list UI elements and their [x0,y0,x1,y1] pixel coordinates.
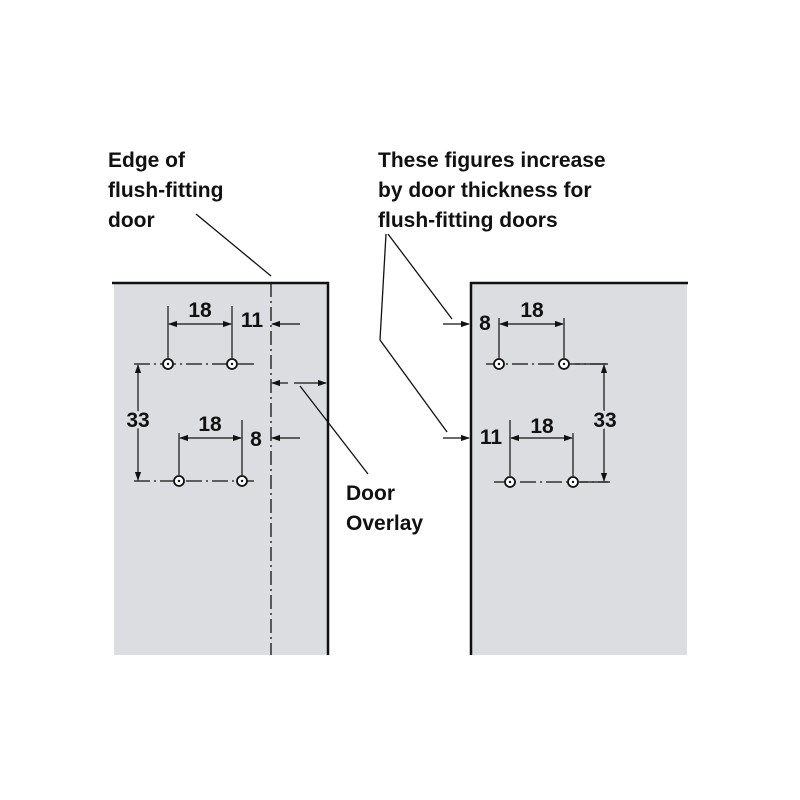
right-panel: 18 8 18 11 33 [443,281,688,655]
edge-label-line3: door [108,209,155,232]
note-leader-bottom-a [379,233,387,341]
left-panel-body [114,283,328,655]
right-bottom-spacing-label: 18 [530,415,554,438]
overlay-leader-line [299,385,369,475]
right-vertical-label: 33 [593,409,616,432]
left-vertical-label: 33 [126,409,149,432]
overlay-label-line1: Door [346,482,395,505]
left-panel: 18 11 18 8 33 [112,281,330,655]
note-leader-top [387,233,453,320]
left-top-spacing-label: 18 [188,299,212,322]
note-label-line3: flush-fitting doors [378,209,558,232]
note-leader-bottom-b [379,339,448,433]
right-top-spacing-label: 18 [520,299,544,322]
right-top-edge-label: 8 [479,312,491,335]
edge-leader-line [195,213,272,277]
note-label-line2: by door thickness for [378,179,592,202]
left-top-edge-label: 11 [241,309,264,332]
overlay-label-line2: Overlay [346,512,423,535]
edge-label-line2: flush-fitting [108,179,223,202]
note-label-line1: These figures increase [378,149,606,172]
left-bottom-edge-label: 8 [250,428,262,451]
left-bottom-spacing-label: 18 [198,413,222,436]
right-panel-body [471,283,687,655]
edge-label-line1: Edge of [108,149,186,172]
right-bottom-edge-label: 11 [480,426,503,449]
